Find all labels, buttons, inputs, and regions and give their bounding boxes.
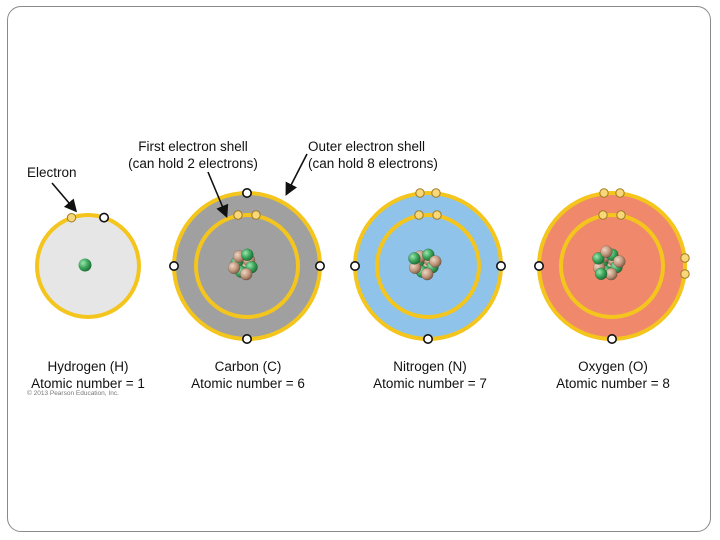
carbon-caption: Carbon (C) Atomic number = 6 — [178, 358, 318, 392]
atom-oxygen — [533, 188, 690, 344]
atomic-number-text: Atomic number = 1 — [31, 376, 145, 391]
electron — [415, 188, 425, 198]
inner-shell — [559, 213, 665, 319]
nucleus — [592, 245, 626, 281]
atom-name: Hydrogen (H) — [47, 359, 129, 374]
electron — [242, 333, 253, 344]
electron — [533, 260, 544, 271]
outer-shell-pointer-arrow — [285, 153, 308, 196]
electron — [616, 210, 626, 220]
atom-hydrogen — [35, 212, 141, 319]
atom-nitrogen — [349, 188, 506, 344]
proton — [408, 252, 421, 265]
nucleus — [78, 258, 92, 272]
electron — [251, 210, 261, 220]
first-shell-pointer-arrow — [207, 171, 229, 218]
neutron — [613, 255, 626, 268]
hydrogen-caption: Hydrogen (H) Atomic number = 1 — [18, 358, 158, 392]
electron — [680, 269, 690, 279]
electron — [233, 210, 243, 220]
inner-shell — [194, 213, 300, 319]
first-shell-label-line1: First electron shell — [138, 139, 248, 154]
electron — [422, 333, 433, 344]
outer-shell-label-line2: (can hold 8 electrons) — [308, 156, 438, 171]
inner-shell — [375, 213, 481, 319]
electron — [349, 260, 360, 271]
electron — [169, 260, 180, 271]
atomic-number-text: Atomic number = 7 — [373, 376, 487, 391]
neutron — [420, 267, 434, 281]
neutron — [429, 255, 442, 268]
electron — [99, 212, 110, 223]
electron — [615, 188, 625, 198]
atom-name: Nitrogen (N) — [393, 359, 467, 374]
proton — [592, 252, 605, 265]
first-shell-label-line2: (can hold 2 electrons) — [128, 156, 258, 171]
atom-name: Oxygen (O) — [578, 359, 648, 374]
electron — [606, 333, 617, 344]
nucleus — [227, 248, 258, 281]
outer-shell-label-line1: Outer electron shell — [308, 139, 426, 154]
electron — [680, 253, 690, 263]
electron — [432, 210, 442, 220]
nucleus — [408, 248, 442, 281]
neutron — [600, 245, 613, 258]
electron — [431, 188, 441, 198]
neutron — [239, 267, 253, 281]
atomic-number-text: Atomic number = 8 — [556, 376, 670, 391]
nitrogen-caption: Nitrogen (N) Atomic number = 7 — [360, 358, 500, 392]
oxygen-caption: Oxygen (O) Atomic number = 8 — [543, 358, 683, 392]
electron — [599, 188, 609, 198]
electron — [414, 210, 424, 220]
electron — [598, 210, 608, 220]
slide-frame — [7, 6, 711, 532]
electron-label: Electron — [27, 165, 77, 180]
electron — [242, 188, 253, 199]
proton — [594, 267, 608, 281]
outer-shell-label: Outer electron shell (can hold 8 electro… — [308, 138, 438, 172]
proton — [78, 258, 92, 272]
atomic-number-text: Atomic number = 6 — [191, 376, 305, 391]
first-shell-label: First electron shell (can hold 2 electro… — [108, 138, 278, 172]
electron — [314, 260, 325, 271]
electron — [66, 213, 77, 223]
electron-pointer-arrow — [51, 182, 78, 213]
atom-name: Carbon (C) — [214, 359, 282, 374]
neutron — [227, 261, 241, 274]
electron — [495, 260, 506, 271]
proton — [241, 248, 254, 262]
atom-carbon — [169, 188, 325, 344]
copyright-notice: © 2013 Pearson Education, Inc. — [27, 390, 119, 397]
